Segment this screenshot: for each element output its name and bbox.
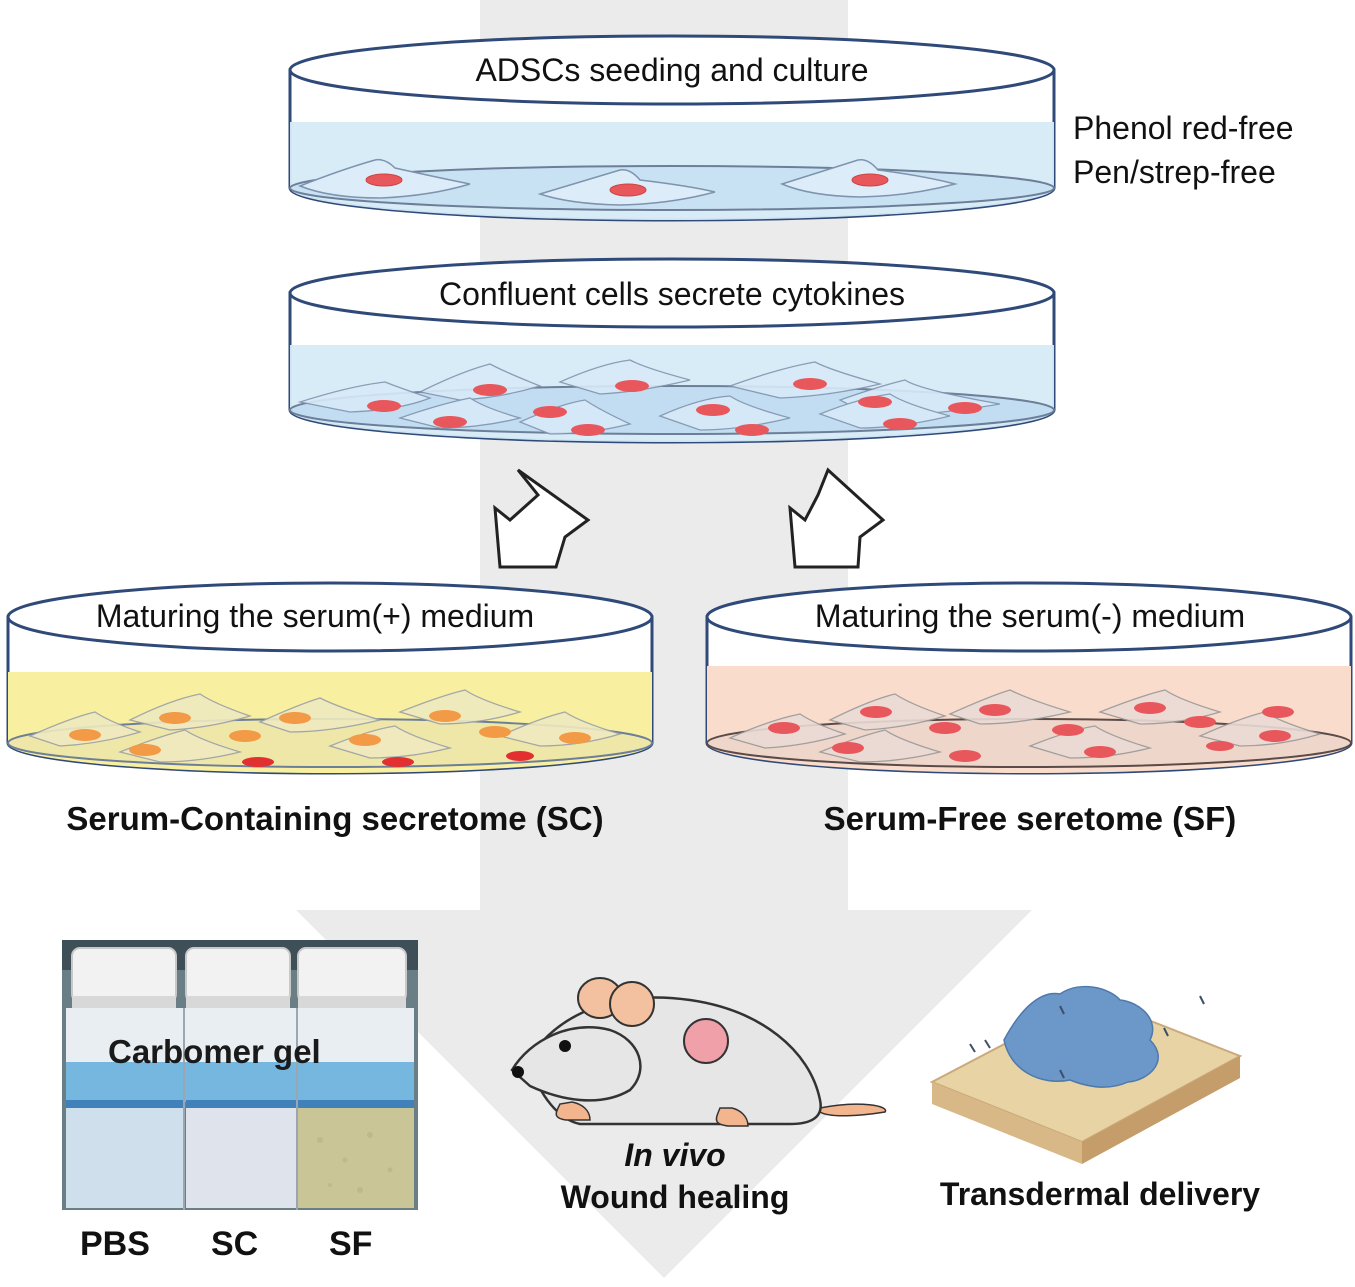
side-note-phenol: Phenol red-free (1073, 110, 1294, 146)
serum-minus-dish-title: Maturing the serum(-) medium (814, 598, 1246, 634)
vial-label-sc: SC (211, 1225, 259, 1263)
serum-plus-dish-icon (6, 581, 654, 775)
vial-label-pbs: PBS (80, 1225, 150, 1263)
vial-icon (71, 947, 407, 1003)
mouse-caption: In vivo Wound healing (535, 1134, 815, 1218)
confluent-dish-icon (288, 257, 1056, 444)
side-note-penstrep: Pen/strep-free (1073, 154, 1276, 190)
carbomer-gel-label: Carbomer gel (108, 1033, 321, 1070)
top-dish-title: ADSCs seeding and culture (475, 52, 869, 88)
serum-minus-dish-icon (705, 581, 1353, 775)
skin-patch-icon (929, 985, 1243, 1164)
serum-free-caption: Serum-Free seretome (SF) (823, 800, 1237, 837)
top-dish-icon (288, 34, 1056, 222)
wound-healing-label: Wound healing (560, 1179, 790, 1215)
transdermal-delivery-caption: Transdermal delivery (939, 1176, 1261, 1212)
confluent-dish-title: Confluent cells secrete cytokines (439, 276, 905, 312)
open-arrow-icon (493, 467, 886, 569)
mouse-icon (510, 977, 887, 1127)
vial-label-sf: SF (329, 1225, 373, 1263)
serum-plus-dish-title: Maturing the serum(+) medium (95, 598, 535, 634)
in-vivo-label: In vivo (624, 1137, 726, 1173)
serum-containing-caption: Serum-Containing secretome (SC) (66, 800, 604, 837)
vials-photo (62, 940, 418, 1210)
